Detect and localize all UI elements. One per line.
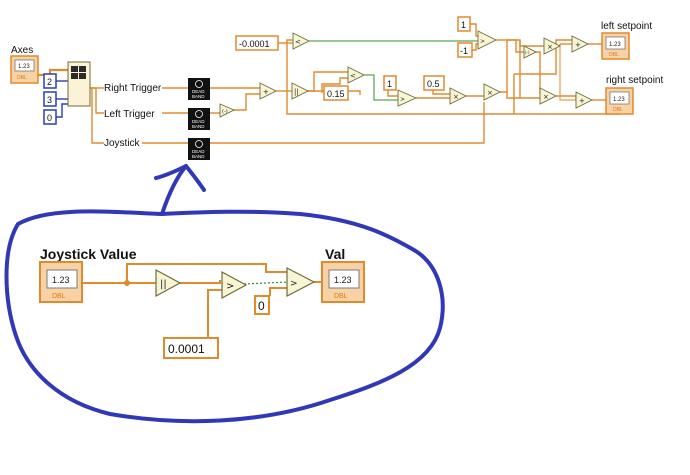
joystick-value-label: Joystick Value (40, 246, 137, 262)
absolute-value-icon: || (160, 279, 167, 290)
index-const-3[interactable]: 3 (43, 91, 57, 107)
select-node-top[interactable]: > (477, 30, 498, 50)
wire-junction (124, 280, 130, 286)
deadband-subvi-joystick[interactable]: DEAD BAND (188, 138, 210, 160)
val-readout: 1.23 (334, 275, 352, 285)
greater-than-node-inset[interactable]: > (221, 270, 248, 300)
axes-array-control[interactable]: 1.23 DBL (10, 55, 39, 84)
abs-node[interactable]: || (291, 82, 310, 100)
const-half[interactable]: 0.5 (423, 75, 445, 91)
svg-text:1: 1 (461, 20, 466, 30)
joystick-dbl-tag: DBL (52, 293, 66, 300)
negate-node-right[interactable]: (-) (523, 45, 538, 59)
negate-icon: (-) (525, 50, 530, 55)
svg-text:BAND: BAND (192, 154, 205, 159)
abs-node-inset[interactable]: || (155, 268, 182, 298)
multiply-icon: × (453, 93, 459, 101)
wires-inset (82, 263, 322, 346)
joystick-label: Joystick (104, 138, 141, 149)
svg-text:0.15: 0.15 (327, 89, 345, 99)
const-threshold-inset[interactable]: 0.0001 (163, 337, 219, 359)
less-than-node-top[interactable]: < (292, 32, 311, 50)
less-than-node-mid[interactable]: < (347, 66, 366, 84)
select-icon: > (290, 279, 298, 289)
multiply-node-bottom-right[interactable]: × (539, 87, 558, 105)
svg-text:DBL: DBL (609, 52, 619, 58)
svg-text:DEAD: DEAD (192, 119, 205, 124)
boolean-wire (243, 281, 288, 285)
val-dbl-tag: DBL (334, 293, 348, 300)
select-icon: > (480, 38, 485, 45)
multiply-icon: × (543, 93, 549, 101)
const-neg-threshold[interactable]: -0.0001 (235, 35, 279, 51)
less-than-icon: < (295, 38, 301, 46)
deadband-subvi-right[interactable]: DEAD BAND (188, 78, 210, 100)
svg-text:BAND: BAND (192, 94, 205, 99)
const-one-top[interactable]: 1 (457, 16, 471, 32)
select-node-mid[interactable]: > (397, 89, 418, 107)
multiply-icon: × (547, 43, 553, 51)
add-icon: + (579, 97, 585, 105)
svg-text:BAND: BAND (192, 124, 205, 129)
axes-dbl-tag: DBL (17, 75, 27, 81)
left-setpoint-label: left setpoint (601, 21, 652, 32)
svg-text:DEAD: DEAD (192, 89, 205, 94)
svg-text:-0.0001: -0.0001 (239, 39, 270, 49)
less-than-icon: < (350, 72, 356, 80)
svg-text:DBL: DBL (613, 107, 623, 113)
val-label: Val (325, 246, 345, 262)
right-trigger-label: Right Trigger (104, 83, 162, 94)
right-setpoint-label: right setpoint (606, 75, 663, 86)
select-icon: > (400, 96, 405, 103)
right-setpoint-indicator: 1.23 DBL (605, 87, 634, 115)
left-trigger-label: Left Trigger (104, 109, 155, 120)
svg-text:-1: -1 (460, 46, 468, 56)
val-indicator: 1.23 DBL (321, 261, 365, 303)
deadband-face-icon (195, 80, 203, 88)
multiply-node-joystick[interactable]: × (483, 83, 502, 101)
svg-text:2: 2 (47, 77, 52, 87)
add-node-triggers[interactable]: + (259, 82, 278, 100)
joystick-value-readout: 1.23 (52, 275, 70, 285)
add-node-left-setpoint[interactable]: + (571, 35, 590, 53)
multiply-node-mid[interactable]: × (449, 87, 468, 105)
multiply-node-top-right[interactable]: × (543, 37, 562, 55)
svg-text:0.0001: 0.0001 (168, 342, 205, 356)
deadband-face-icon (195, 110, 203, 118)
svg-text:0.5: 0.5 (427, 79, 440, 89)
const-fifteen[interactable]: 0.15 (323, 85, 349, 101)
joystick-value-control[interactable]: 1.23 DBL (39, 261, 83, 303)
add-icon: + (575, 41, 581, 49)
absolute-value-icon: || (294, 88, 299, 96)
add-icon: + (263, 88, 269, 96)
index-array-node[interactable] (67, 61, 91, 107)
deadband-face-icon (195, 140, 203, 148)
negate-node[interactable]: (-) (219, 103, 236, 118)
select-node-inset[interactable]: > (286, 267, 316, 297)
svg-text:DEAD: DEAD (192, 149, 205, 154)
annotation-loop (4, 209, 445, 424)
svg-text:1: 1 (387, 79, 392, 89)
multiply-icon: × (487, 89, 493, 97)
const-one-mid[interactable]: 1 (383, 75, 397, 91)
deadband-subvi-left[interactable]: DEAD BAND (188, 108, 210, 130)
left-setpoint-indicator: 1.23 DBL (601, 32, 630, 60)
axes-label: Axes (11, 45, 33, 56)
annotation-arrow (154, 164, 206, 216)
index-const-0[interactable]: 0 (43, 109, 57, 125)
greater-than-icon: > (226, 281, 234, 292)
svg-text:0: 0 (258, 299, 265, 313)
svg-text:0: 0 (47, 113, 52, 123)
svg-text:1.23: 1.23 (609, 42, 621, 48)
negate-icon: (-) (222, 109, 228, 115)
add-node-right-setpoint[interactable]: + (575, 91, 594, 109)
svg-text:3: 3 (47, 95, 52, 105)
index-const-2[interactable]: 2 (43, 73, 57, 89)
svg-text:1.23: 1.23 (613, 97, 625, 103)
const-neg-one[interactable]: -1 (457, 42, 473, 58)
axes-value: 1.23 (18, 64, 30, 70)
const-zero-inset[interactable]: 0 (254, 295, 270, 315)
